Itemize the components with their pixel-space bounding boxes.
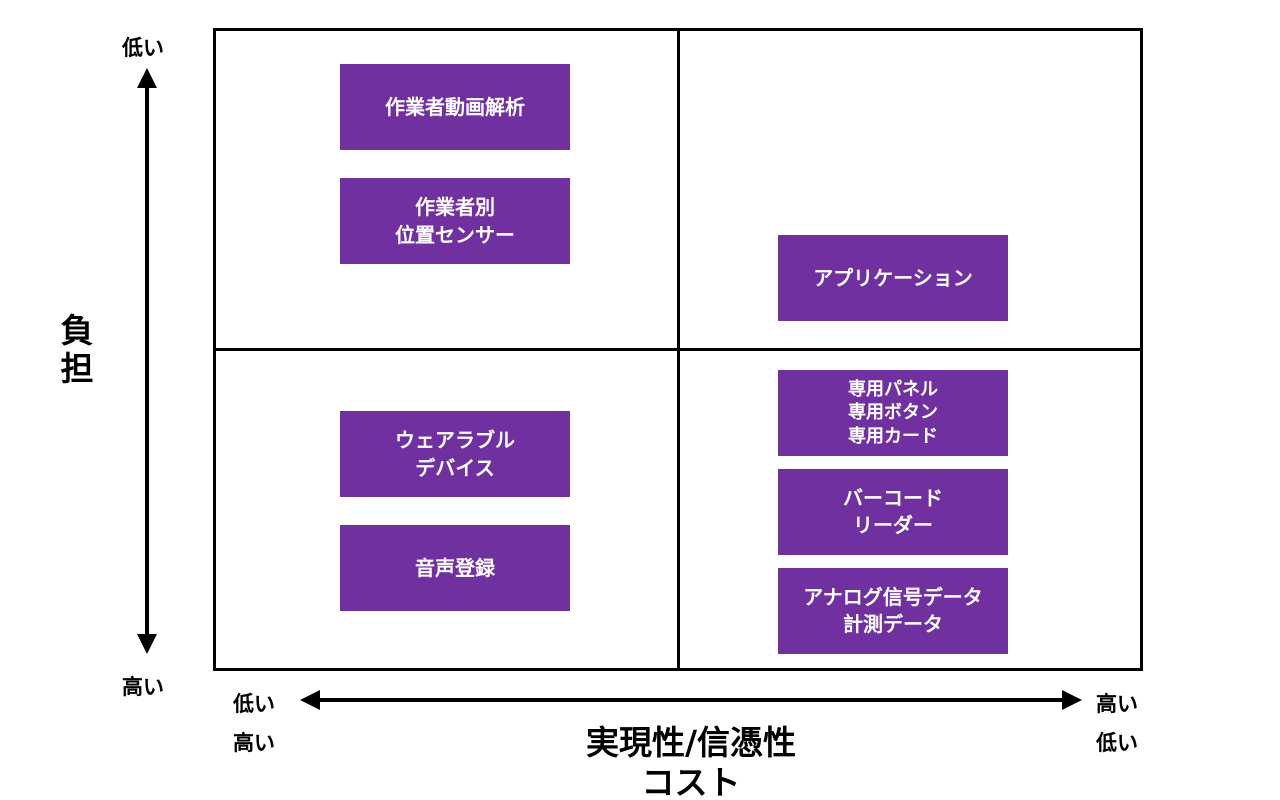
y-axis-top-label: 低い	[122, 36, 164, 60]
y-axis-title: 負 担	[60, 311, 94, 388]
x-axis-left-label-bottom: 高い	[233, 731, 275, 755]
x-axis-title-line2: コスト	[641, 763, 741, 800]
x-axis-right-label-top: 高い	[1096, 692, 1138, 716]
x-axis-title-line1: 実現性/信憑性	[585, 723, 797, 762]
item-worker-video-analysis: 作業者動画解析	[340, 64, 570, 150]
item-application: アプリケーション	[778, 235, 1008, 321]
item-analog-signal-data: アナログ信号データ 計測データ	[778, 568, 1008, 654]
item-dedicated-panel-button-card: 専用パネル 専用ボタン 専用カード	[778, 370, 1008, 456]
x-axis-right-label-bottom: 低い	[1096, 731, 1138, 755]
item-worker-position-sensor: 作業者別 位置センサー	[340, 178, 570, 264]
y-axis-bottom-label: 高い	[122, 675, 164, 699]
horizontal-divider	[213, 348, 1143, 351]
item-wearable-device: ウェアラブル デバイス	[340, 411, 570, 497]
item-voice-registration: 音声登録	[340, 525, 570, 611]
x-axis-left-label-top: 低い	[233, 692, 275, 716]
item-barcode-reader: バーコード リーダー	[778, 469, 1008, 555]
